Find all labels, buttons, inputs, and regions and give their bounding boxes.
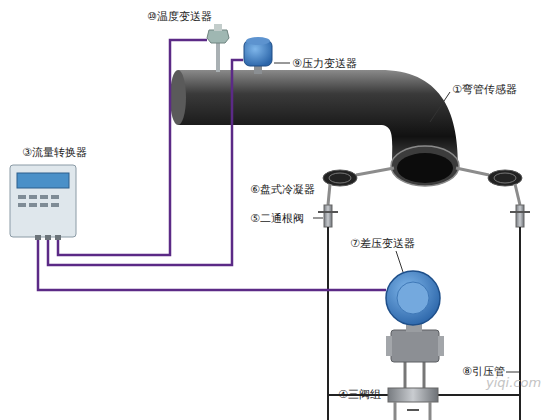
device-label: ③流量转换器 <box>22 146 87 159</box>
leader-lines <box>274 63 519 372</box>
temperature-head <box>207 30 229 43</box>
disc-condenser <box>323 170 357 186</box>
converter-housing <box>10 165 76 237</box>
temperature-cap <box>214 24 222 31</box>
valve-handle <box>318 211 338 213</box>
transmitter-flange <box>386 336 392 356</box>
transmitter-pipe <box>423 360 426 388</box>
condenser-tube <box>356 168 394 175</box>
device-label: ⑦差压变送器 <box>350 237 415 250</box>
device-label: ⑨压力变送器 <box>292 57 357 70</box>
condenser-coil <box>494 173 516 183</box>
impulse-pipe <box>327 227 329 420</box>
transmitter-head <box>386 271 440 325</box>
transmitter-body <box>391 330 439 362</box>
transmitter-window <box>397 282 429 314</box>
device-label: ⑩温度变送器 <box>147 10 212 23</box>
transmitter-flange <box>438 336 444 356</box>
root-valve <box>324 205 332 227</box>
temperature-transmitter: ⑩温度变送器 <box>207 26 229 74</box>
impulse-pipe <box>519 227 521 420</box>
part-label: ⑤二通根阀 <box>250 212 304 225</box>
pipe-end <box>170 70 186 125</box>
condenser-tube <box>456 168 489 175</box>
transmitter-pipe <box>404 360 407 388</box>
signal-wire <box>38 240 386 290</box>
converter-display <box>17 173 69 188</box>
condenser-coil <box>329 173 351 183</box>
pressure-transmitter: ⑨压力变送器 <box>243 38 274 78</box>
temperature-probe <box>216 40 220 72</box>
manifold-handle <box>407 409 419 411</box>
flow-converter: ③流量转换器 <box>10 165 76 240</box>
pipe-opening <box>391 146 459 186</box>
part-label: ④三阀组 <box>338 388 381 401</box>
watermark: yiqi.com <box>486 376 541 389</box>
valve-manifold <box>388 388 438 402</box>
manifold-stem <box>394 402 397 420</box>
condenser-tube <box>515 184 520 205</box>
disc-condenser <box>488 170 522 186</box>
condenser-tube <box>328 184 330 205</box>
part-label: ⑥盘式冷凝器 <box>250 183 315 196</box>
pipe-bore <box>397 153 453 183</box>
part-label: ①弯管传感器 <box>452 83 517 96</box>
converter-glands <box>35 235 61 240</box>
impulse-pipe <box>438 394 520 396</box>
dp-transmitter: ⑦差压变送器 <box>386 271 440 362</box>
pressure-cap <box>246 37 270 45</box>
manifold-stem <box>429 402 432 420</box>
signal-wire <box>48 60 243 265</box>
valve-handle <box>510 211 530 213</box>
converter-buttons <box>18 195 59 207</box>
root-valve <box>516 205 524 227</box>
